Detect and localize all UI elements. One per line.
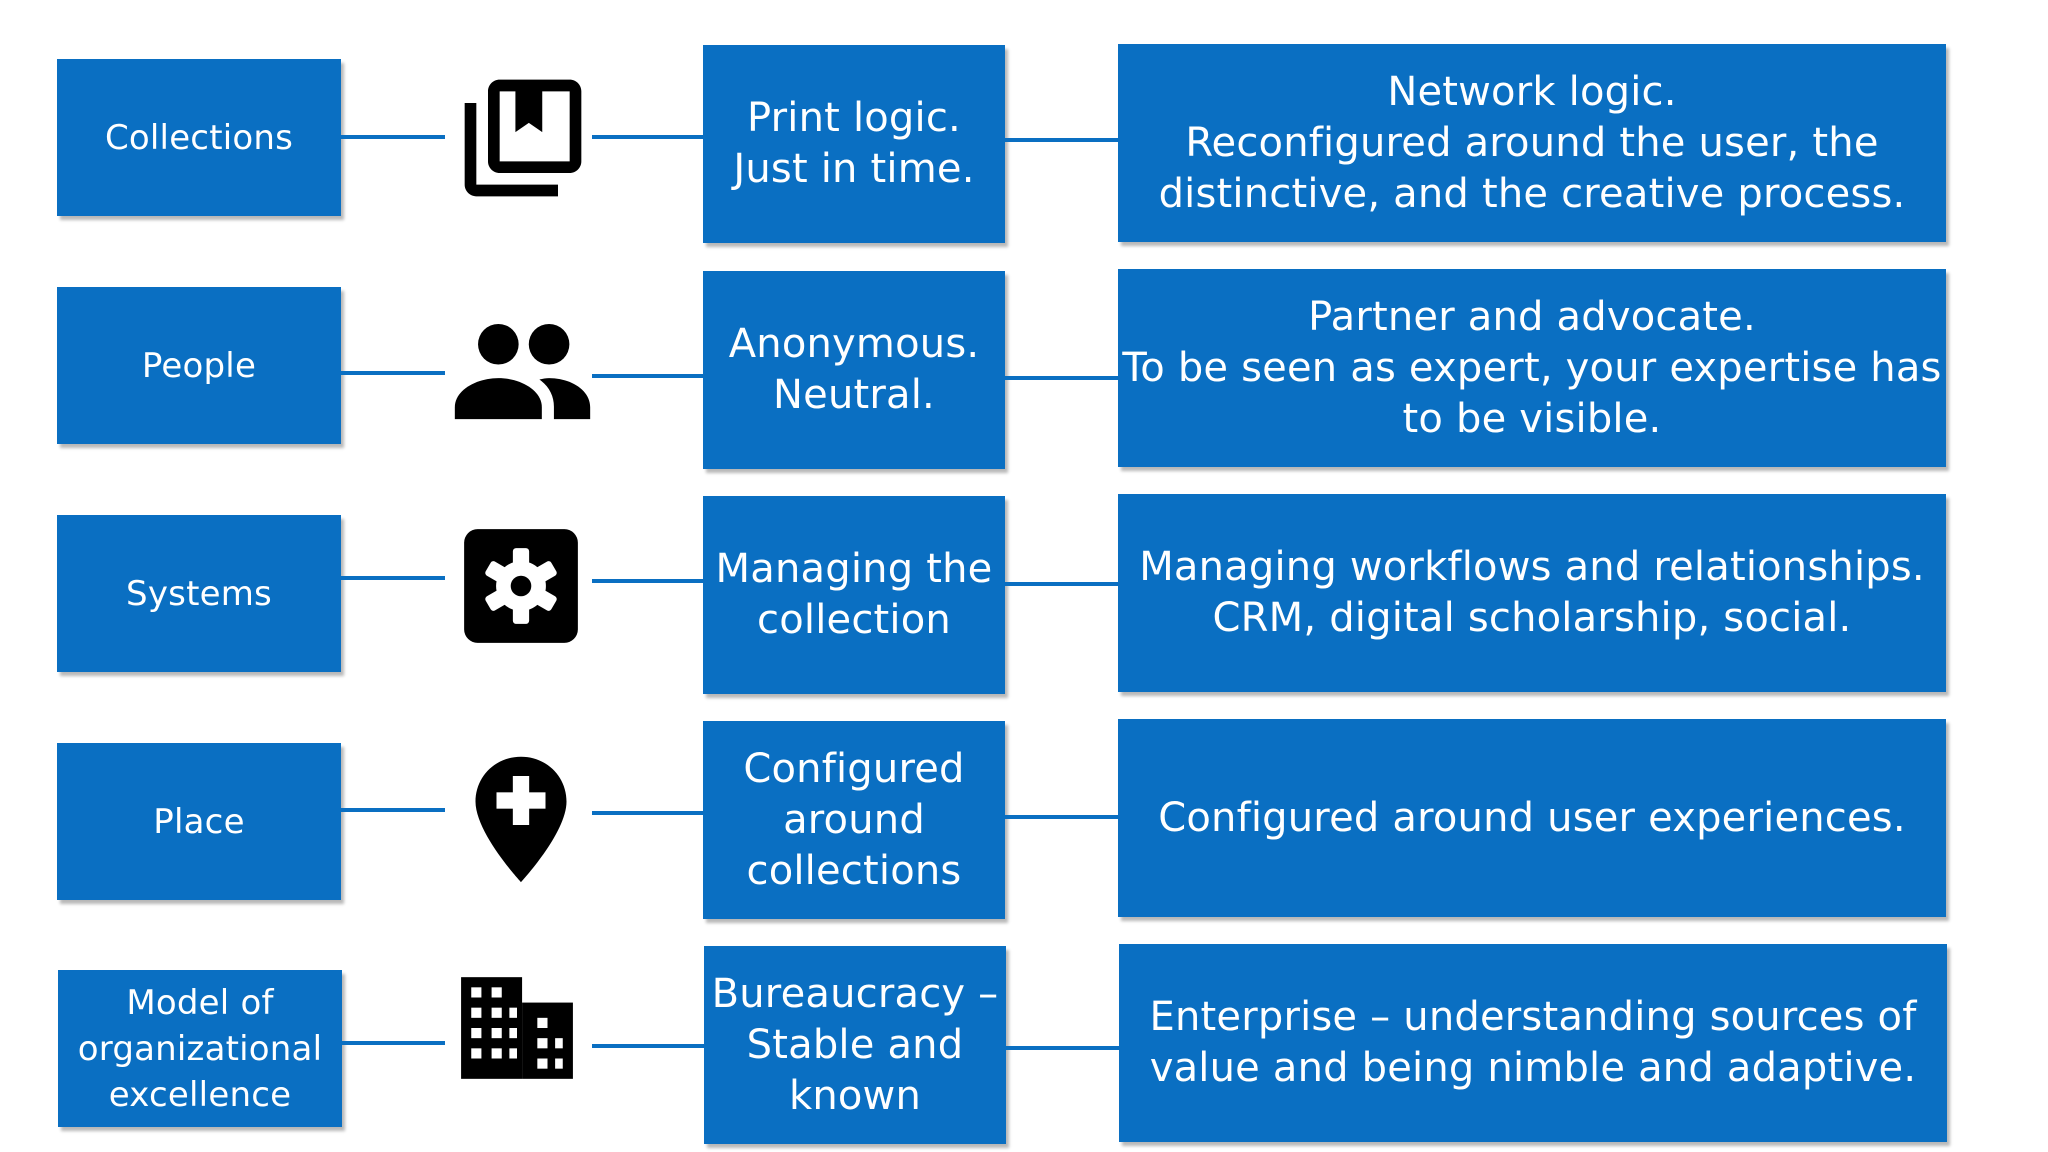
connector-line [341, 135, 445, 139]
category-box-collections: Collections [57, 59, 341, 216]
connector-line [341, 371, 445, 375]
category-box-model: Model of organizational excellence [58, 970, 342, 1127]
from-box-people: Anonymous. Neutral. [703, 271, 1005, 469]
connector-line [1005, 138, 1118, 142]
from-box-collections: Print logic. Just in time. [703, 45, 1005, 243]
connector-line [592, 1044, 704, 1048]
connector-line [592, 374, 703, 378]
from-box-systems: Managing the collection [703, 496, 1005, 694]
category-box-people: People [57, 287, 341, 444]
to-box-people: Partner and advocate. To be seen as expe… [1118, 269, 1946, 467]
connector-line [1005, 815, 1118, 819]
connector-line [592, 135, 703, 139]
connector-line [1006, 1046, 1119, 1050]
from-box-place: Configured around collections [703, 721, 1005, 919]
connector-line [341, 576, 445, 580]
connector-line [592, 579, 703, 583]
office-building-icon [461, 977, 573, 1079]
connector-line [1005, 376, 1118, 380]
people-group-icon [454, 323, 591, 420]
connector-line [341, 808, 445, 812]
to-box-place: Configured around user experiences. [1118, 719, 1946, 917]
to-box-model: Enterprise – understanding sources of va… [1119, 944, 1947, 1142]
connector-line [342, 1041, 445, 1045]
connector-line [1005, 582, 1118, 586]
to-box-systems: Managing workflows and relationships. CR… [1118, 494, 1946, 692]
library-books-icon [464, 79, 582, 197]
location-pin-plus-icon [475, 756, 567, 883]
from-box-model: Bureaucracy – Stable and known [704, 946, 1006, 1144]
connector-line [592, 811, 703, 815]
category-box-systems: Systems [57, 515, 341, 672]
to-box-collections: Network logic. Reconfigured around the u… [1118, 44, 1946, 242]
gear-icon [464, 529, 578, 643]
category-box-place: Place [57, 743, 341, 900]
